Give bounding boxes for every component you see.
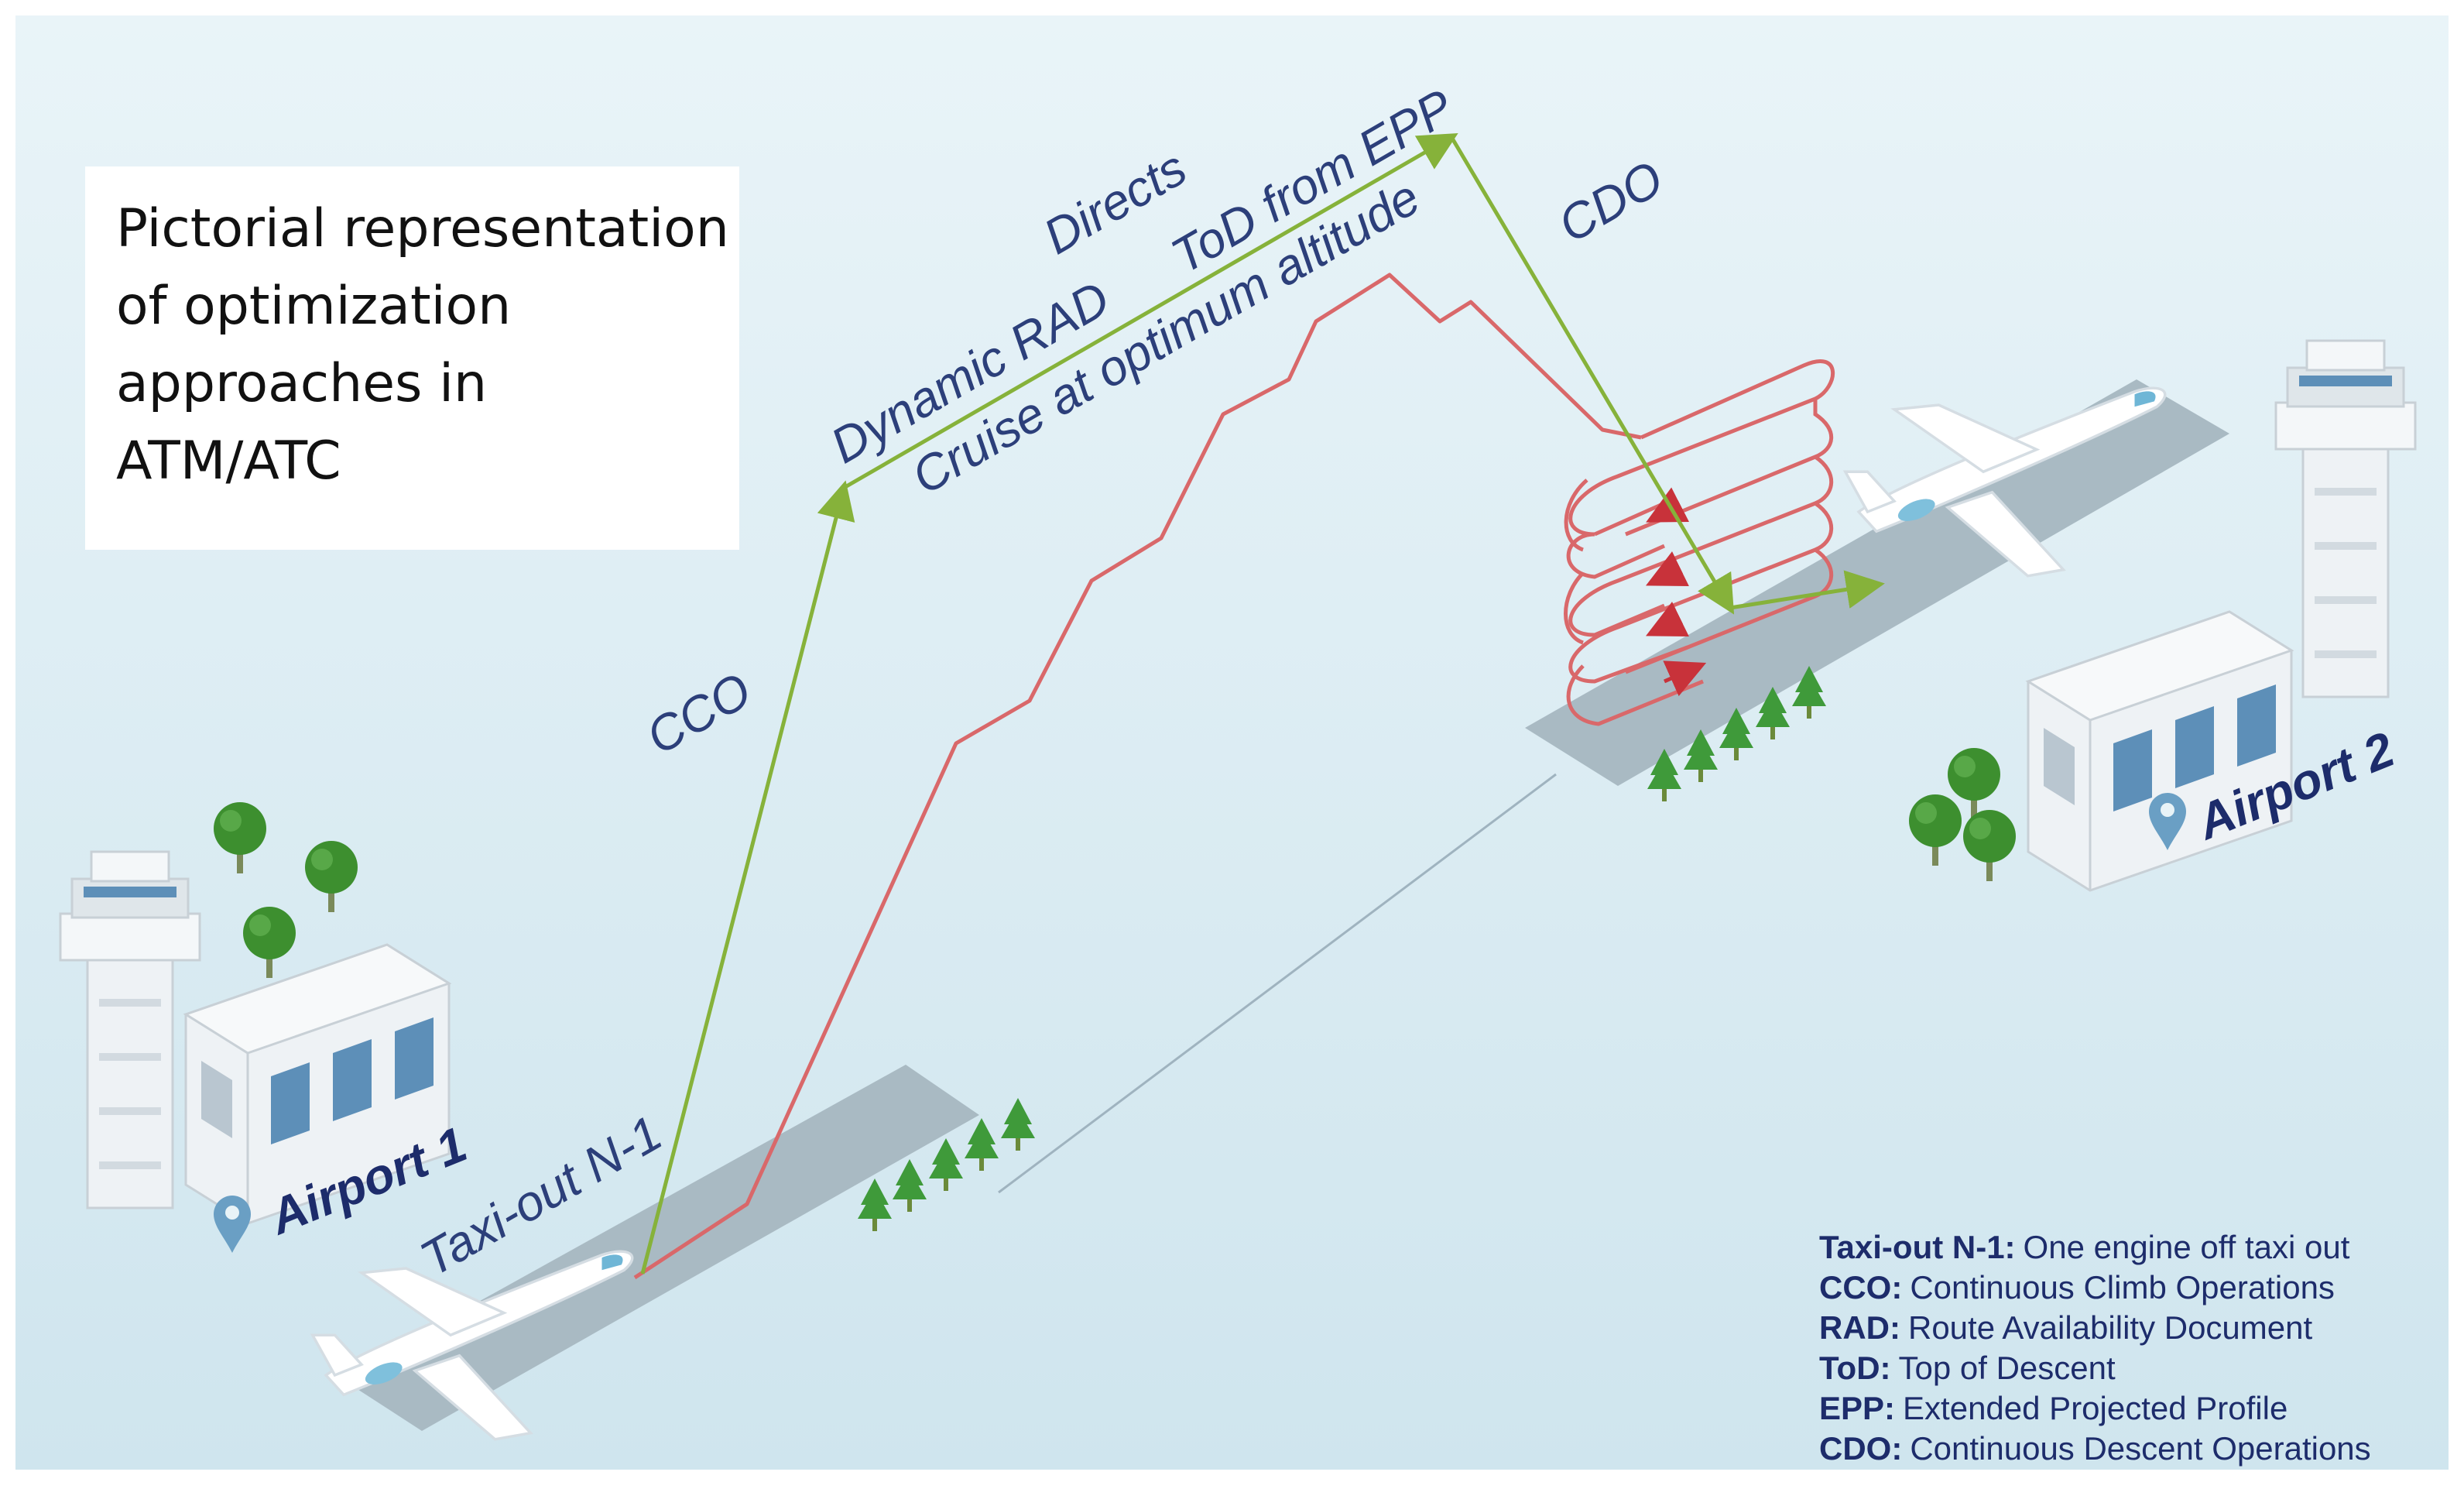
legend-item: Taxi-out N-1:One engine off taxi out	[1819, 1229, 2350, 1265]
runway-1	[341, 1065, 979, 1431]
optimized-flight-path	[640, 133, 1885, 1275]
caption-line-3: approaches in	[116, 353, 487, 414]
ground-track-line	[998, 773, 1557, 1194]
legend-item: ToD:Top of Descent	[1819, 1350, 2116, 1386]
legend-item: CDO:Continuous Descent Operations	[1819, 1430, 2371, 1467]
legend-item: RAD:Route Availability Document	[1819, 1309, 2312, 1346]
caption-line-2: of optimization	[116, 276, 511, 337]
conventional-flight-path	[633, 273, 1642, 1280]
caption-line-1: Pictorial representation	[116, 198, 729, 259]
legend-item: EPP:Extended Projected Profile	[1819, 1390, 2288, 1426]
caption-box	[85, 166, 739, 550]
caption-line-4: ATM/ATC	[116, 431, 341, 492]
holding-pattern	[1564, 359, 1835, 726]
holding-arrows	[1646, 487, 1707, 697]
legend: Taxi-out N-1:One engine off taxi out CCO…	[1819, 1229, 2371, 1467]
legend-item: CCO:Continuous Climb Operations	[1819, 1269, 2335, 1305]
